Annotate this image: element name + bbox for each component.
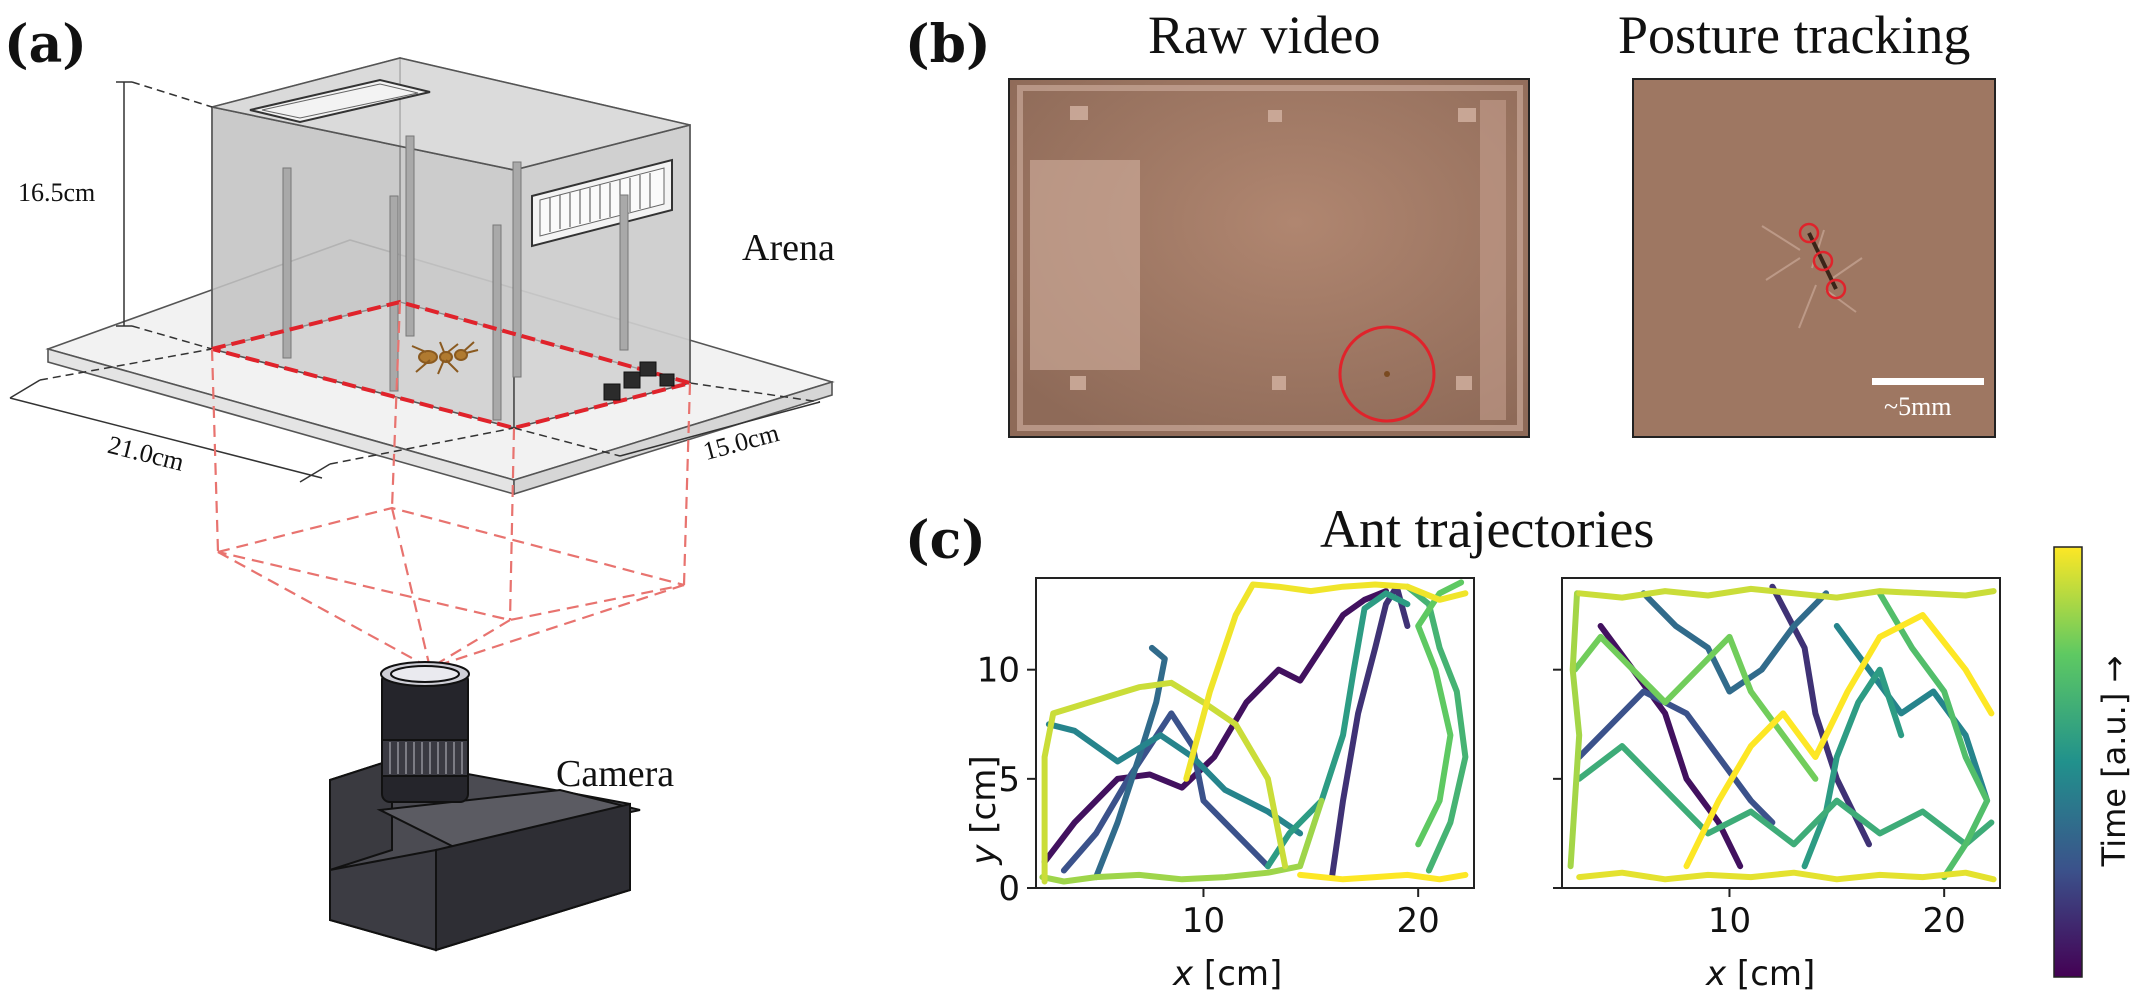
arena-label: Arena: [742, 227, 835, 269]
keypoint-abdomen: [1825, 278, 1847, 300]
raw-video-title: Raw video: [1148, 5, 1381, 65]
trajectory-path-6: [1404, 583, 1469, 874]
nest-blocks: [603, 361, 675, 401]
keypoint-thorax: [1812, 250, 1834, 272]
trajectory-path-4: [1045, 721, 1304, 837]
left-ylabel: y [cm]: [964, 755, 1004, 865]
trajectory-path-2: [1576, 688, 1776, 826]
time-colorbar: [2053, 546, 2083, 978]
trajectory-lines: [1567, 583, 1997, 883]
trajectory-path-11: [1576, 869, 1997, 883]
trajectory-path-6: [1576, 743, 1995, 848]
trajectory-path-9: [1567, 590, 1583, 870]
x-tick-label: 10: [1182, 901, 1225, 941]
trajectory-path-2: [1060, 710, 1271, 874]
width-dimension: [9, 348, 515, 483]
plot-frame: [1035, 577, 1475, 889]
camera-drawing: [329, 661, 641, 952]
trajectory-path-5: [1264, 590, 1411, 870]
roof-opening: [249, 78, 431, 124]
trajectory-lines: [1039, 579, 1469, 885]
arena-floor-outline: [211, 299, 698, 431]
trajectory-path-3: [1093, 644, 1168, 881]
arena-schematic: [9, 57, 835, 952]
left-xlabel: x [cm]: [1173, 954, 1283, 994]
x-tick-label: 20: [1397, 901, 1440, 941]
trajectory-path-9: [1041, 679, 1289, 885]
trajectory-path-11: [1297, 871, 1469, 883]
y-tick-label: 0: [998, 869, 1020, 909]
left-trajectory-chart: 10 20 0 5 10: [977, 577, 1475, 941]
scale-bar: [1872, 378, 1984, 385]
ant-drawing: [411, 341, 479, 375]
right-trajectory-chart: 10 20: [1553, 577, 2001, 941]
raw-video-frame: [1008, 78, 1530, 438]
base-plate-side: [513, 380, 833, 496]
panel-label-c: (c): [905, 510, 986, 571]
right-xlabel: x [cm]: [1706, 954, 1816, 994]
depth-dimension: [513, 382, 821, 457]
panel-label-a: (a): [4, 14, 87, 75]
colorbar-label: Time [a.u.] →: [2095, 655, 2133, 867]
camera-projection: [210, 301, 692, 670]
trajectories-title: Ant trajectories: [1320, 499, 1655, 559]
trajectory-path-12: [1683, 612, 1995, 870]
trajectory-path-7: [1415, 579, 1465, 848]
scale-bar-label: ~5mm: [1884, 392, 1952, 421]
trajectory-path-10: [1183, 581, 1469, 782]
panel-label-b: (b): [905, 14, 991, 75]
x-tick-label: 10: [1708, 901, 1751, 941]
posture-tracking-frame: [1632, 78, 1996, 438]
side-vent: [531, 158, 673, 248]
x-tick-label: 20: [1923, 901, 1966, 941]
height-dimension: [116, 81, 213, 350]
trajectory-path-5: [1801, 666, 1905, 870]
camera-label: Camera: [556, 753, 675, 795]
y-tick-label: 5: [998, 760, 1020, 800]
trajectory-path-3: [1640, 590, 1830, 695]
pillars: [282, 135, 629, 421]
keypoint-head: [1798, 222, 1820, 244]
trajectory-path-10: [1576, 585, 1997, 601]
posture-tracking-title: Posture tracking: [1618, 5, 1971, 65]
trajectory-path-0: [1041, 588, 1389, 865]
height-label: 16.5cm: [18, 178, 96, 207]
trajectory-path-7: [1876, 590, 1991, 881]
y-tick-label: 10: [977, 651, 1020, 691]
ant-detection-circle: [1338, 325, 1436, 423]
trajectory-path-8: [1039, 797, 1325, 885]
plot-frame: [1561, 577, 2001, 889]
